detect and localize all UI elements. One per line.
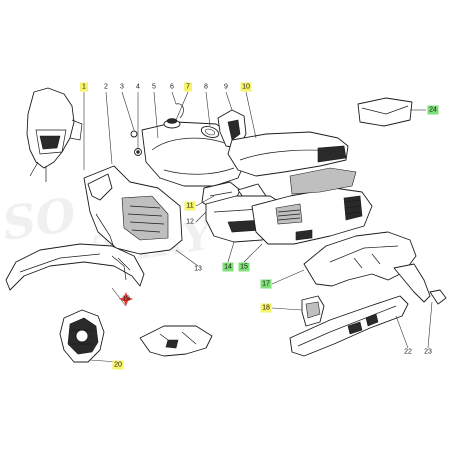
callout-3: 3 [120, 84, 124, 91]
callout-marker-icon [119, 292, 133, 306]
callout-highlight [184, 201, 196, 211]
part-gasket-ring [200, 126, 220, 138]
part-headlight-fairing [26, 87, 83, 182]
callout-number: 13 [194, 266, 202, 273]
callout-number: 8 [204, 84, 208, 91]
callout-4: 4 [136, 84, 140, 91]
callout-highlight [260, 279, 272, 289]
callout-number: 19 [122, 296, 130, 303]
callout-2: 2 [104, 84, 108, 91]
callout-number: 2 [104, 84, 108, 91]
callout-highlight [112, 360, 124, 370]
part-fuel-tank [141, 103, 247, 187]
part-seat [227, 131, 349, 177]
svg-text:SO: SO [0, 187, 79, 251]
callout-19: 19 [119, 292, 133, 306]
callout-10: 10 [240, 82, 252, 92]
callout-number: 14 [224, 264, 232, 271]
callout-number: 3 [120, 84, 124, 91]
callout-8: 8 [204, 84, 208, 91]
callout-number: 9 [224, 84, 228, 91]
callout-number: 17 [262, 281, 270, 288]
callout-number: 4 [136, 84, 140, 91]
callout-18: 18 [260, 303, 272, 313]
callout-7: 7 [184, 82, 192, 92]
part-lower-cover [139, 325, 213, 357]
callout-highlight [240, 82, 252, 92]
callout-highlight [184, 82, 192, 92]
callout-highlight [80, 82, 88, 92]
part-rear-fender [303, 231, 447, 305]
callout-number: 11 [186, 203, 193, 210]
callout-highlight [222, 262, 234, 272]
callout-number: 20 [114, 362, 122, 369]
callout-15: 15 [238, 262, 250, 272]
callout-highlight [427, 105, 439, 115]
callout-24: 24 [427, 105, 439, 115]
callout-number: 24 [429, 107, 437, 114]
callout-14: 14 [222, 262, 234, 272]
part-small-bracket [301, 295, 325, 327]
part-front-side-panel [83, 165, 183, 255]
callout-6: 6 [170, 84, 174, 91]
callout-20: 20 [112, 360, 124, 370]
callout-number: 22 [404, 349, 412, 356]
callout-13: 13 [194, 266, 202, 273]
callout-9: 9 [224, 84, 228, 91]
callout-12: 12 [186, 219, 194, 226]
part-seat-cover [357, 97, 413, 127]
callout-number: 1 [82, 84, 86, 91]
callout-17: 17 [260, 279, 272, 289]
callout-highlight [238, 262, 250, 272]
callout-11: 11 [184, 201, 196, 211]
part-disc-guard [59, 309, 105, 363]
callout-number: 12 [186, 219, 194, 226]
callout-number: 10 [242, 84, 250, 91]
callout-number: 5 [152, 84, 156, 91]
part-right-side-panel [251, 167, 373, 245]
callout-23: 23 [424, 349, 432, 356]
part-front-mudguard [5, 243, 145, 291]
callout-number: 15 [240, 264, 248, 271]
callout-number: 6 [170, 84, 174, 91]
leader-lines [83, 91, 433, 363]
callout-22: 22 [404, 349, 412, 356]
part-chain-guard [289, 295, 409, 357]
callout-number: 18 [262, 305, 270, 312]
callout-number: 7 [186, 84, 190, 91]
callout-number: 23 [424, 349, 432, 356]
callout-1: 1 [80, 82, 88, 92]
callout-5: 5 [152, 84, 156, 91]
callout-highlight [260, 303, 272, 313]
